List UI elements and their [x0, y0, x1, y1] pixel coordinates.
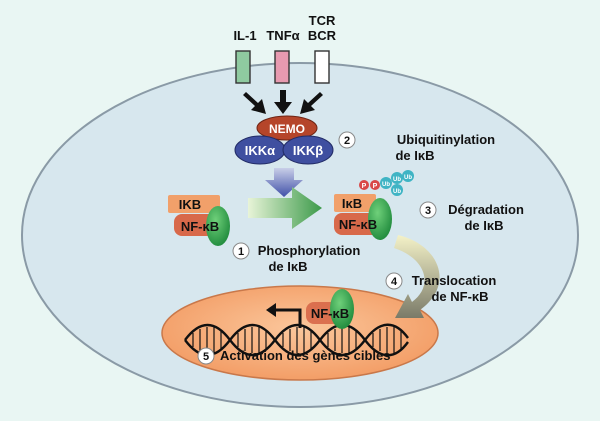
- tcr-label: TCR: [309, 13, 336, 28]
- nfkb-left-subunit: [206, 206, 230, 246]
- ikkb-label: IKKβ: [293, 143, 323, 158]
- bcr-label: BCR: [308, 28, 337, 43]
- arrow-il1: [243, 92, 266, 114]
- tcr-bcr-receptor: [314, 50, 330, 84]
- step-3-badge: [419, 201, 437, 219]
- step-4-badge: [385, 272, 403, 290]
- step-5-number: 5: [203, 351, 209, 363]
- ikb-right-label: IκB: [342, 196, 362, 211]
- phosphorylation-arrow: [265, 168, 303, 197]
- ubiquitin-1: [380, 177, 392, 189]
- nfkb-nucleus-label: NF-κB: [311, 306, 349, 321]
- dna-helix: [184, 323, 409, 357]
- step-3-line1: Dégradation: [448, 202, 524, 217]
- signal-arrows: [243, 90, 323, 114]
- nfkb-left-label: NF-κB: [181, 219, 219, 234]
- step-2-line2: de IκB: [395, 148, 434, 163]
- transcription-start-line: [274, 308, 302, 328]
- arrow-tcr: [300, 92, 323, 114]
- step-1-line2: de IκB: [268, 259, 307, 274]
- step-4-line1: Translocation: [412, 273, 497, 288]
- ikka-label: IKKα: [245, 143, 275, 158]
- nucleus: [161, 285, 439, 381]
- ubiquitin-3: [402, 170, 414, 182]
- transition-arrow: [248, 187, 322, 229]
- nfkb-right-label: NF-κB: [339, 217, 377, 232]
- ubiquitin-3-label: Ub: [404, 175, 412, 181]
- nemo-label: NEMO: [269, 122, 305, 136]
- phosphate-2: [370, 180, 380, 190]
- step-1-number: 1: [238, 246, 244, 258]
- ubiquitin-2: [391, 172, 403, 184]
- nemo-shape: [256, 115, 318, 141]
- step-2-number: 2: [344, 135, 350, 147]
- step-2-badge: [338, 131, 356, 149]
- step-4-line2: de NF-κB: [431, 289, 488, 304]
- il1-receptor: [235, 50, 251, 84]
- step-2-line1: Ubiquitinylation: [397, 132, 495, 147]
- arrow-tnf: [274, 90, 292, 114]
- ubiquitin-4: [391, 184, 403, 196]
- step-3-number: 3: [425, 205, 431, 217]
- phosphate-2-label: P: [373, 183, 378, 190]
- tnf-label: TNFα: [266, 28, 299, 43]
- step-3-line2: de IκB: [464, 218, 503, 233]
- dna-strand-2: [184, 323, 409, 357]
- ubiquitin-2-label: Ub: [393, 177, 401, 183]
- ikb-right-shape: [334, 194, 376, 212]
- il1-label: IL-1: [233, 28, 256, 43]
- ikkb-shape: [282, 135, 334, 165]
- nfkb-right-subunit: [368, 198, 392, 240]
- transcription-start-arrowhead: [266, 303, 276, 317]
- ubiquitin-1-label: Ub: [382, 182, 390, 188]
- step-1-badge: [232, 242, 250, 260]
- nfkb-nucleus-subunit: [330, 289, 354, 329]
- tnf-receptor: [274, 50, 290, 84]
- phosphate-1: [359, 180, 369, 190]
- step-5-line1: Activation des gènes cibles: [220, 348, 391, 363]
- ubiquitin-4-label: Ub: [393, 189, 401, 195]
- step-4-number: 4: [391, 276, 398, 288]
- dna-base-pairs: [192, 327, 402, 353]
- step-1-line1: Phosphorylation: [258, 243, 361, 258]
- translocation-arrow: [394, 235, 440, 318]
- ikb-left-shape: [168, 195, 220, 213]
- ikb-left-label: IKB: [179, 197, 201, 212]
- step-5-badge: [197, 347, 215, 365]
- phosphate-1-label: P: [362, 183, 367, 190]
- cell-membrane: [21, 62, 579, 408]
